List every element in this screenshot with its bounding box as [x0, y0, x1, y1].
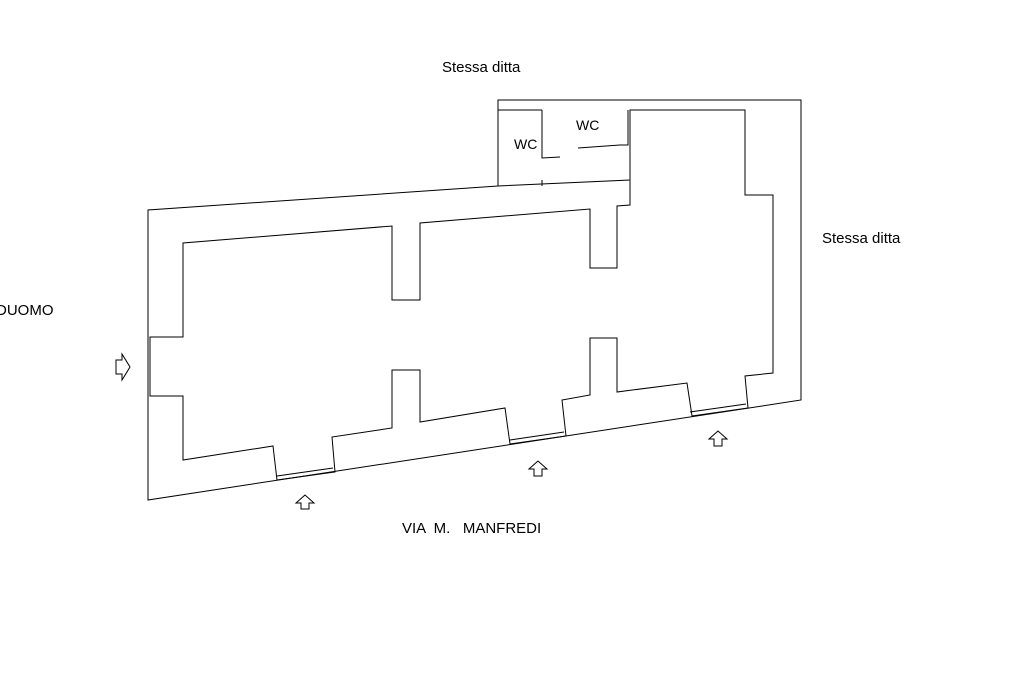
west-side-label: DUOMO [0, 302, 54, 319]
annex-inner-wall [149, 109, 774, 481]
entrance-arrow-icon [527, 460, 549, 477]
door-sill-1 [276, 467, 334, 477]
entrance-arrow-icon [294, 494, 316, 510]
wc-partition-2 [577, 110, 629, 149]
door-sill-2 [509, 431, 565, 441]
wc-label-2: WC [514, 136, 538, 152]
door-sill-3 [689, 403, 747, 413]
street-label: VIA M. MANFREDI [402, 520, 542, 537]
wc-partition-1 [541, 110, 561, 159]
wc-label-1: WC [576, 117, 600, 133]
entrance-arrow-icon [707, 430, 729, 447]
north-neighbor-label: Stessa ditta [442, 59, 521, 76]
outer-wall-main [147, 99, 802, 501]
entrance-arrow-icon [115, 352, 131, 382]
east-neighbor-label: Stessa ditta [822, 230, 901, 247]
